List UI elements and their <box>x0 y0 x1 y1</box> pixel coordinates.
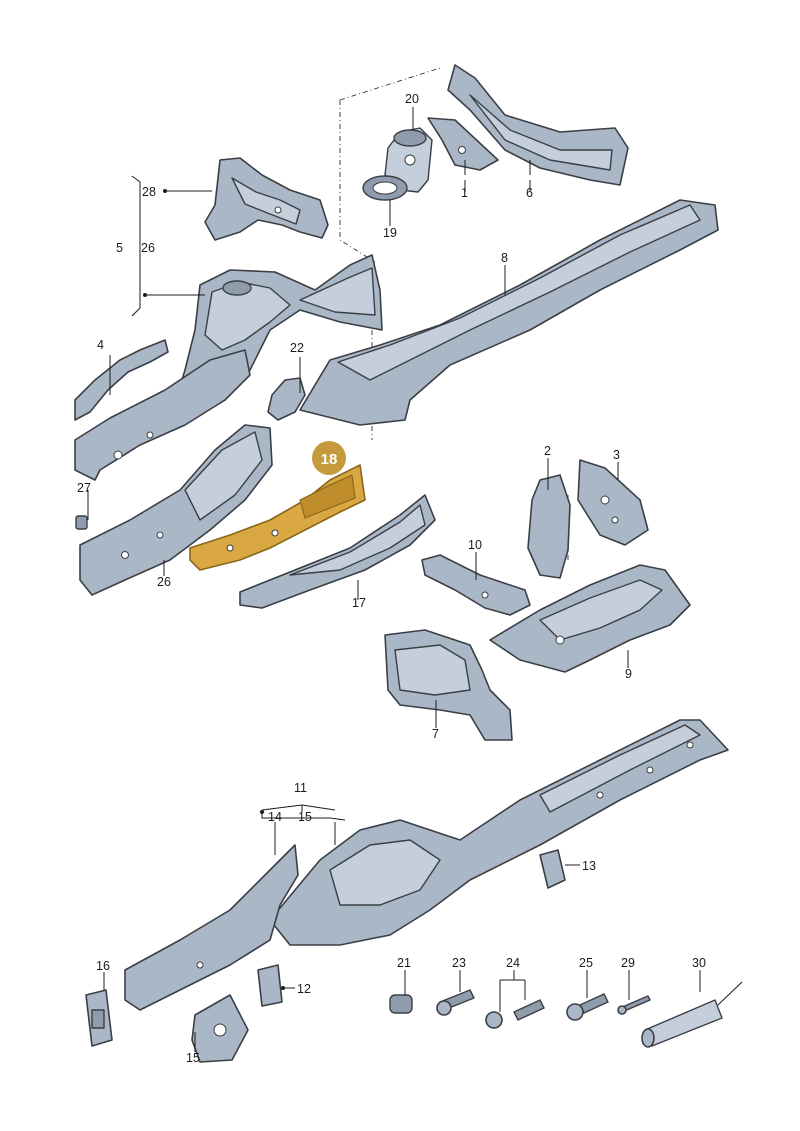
callout-10: 10 <box>468 538 482 552</box>
callout-1: 1 <box>461 186 468 200</box>
callout-29: 29 <box>621 956 635 970</box>
leader-lines <box>87 107 701 1052</box>
part-11-rear-member-assembly[interactable] <box>269 719 729 946</box>
part-7-side-panel[interactable] <box>384 629 513 741</box>
part-23-bolt[interactable] <box>436 989 475 1016</box>
highlight-badge-label: 18 <box>321 451 338 468</box>
callout-17: 17 <box>352 596 366 610</box>
callout-15-upper: 15 <box>298 810 312 824</box>
callout-13: 13 <box>582 859 596 873</box>
part-26-lower-member[interactable] <box>79 424 273 596</box>
part-1-bracket[interactable] <box>427 117 499 171</box>
callout-11: 11 <box>294 781 307 795</box>
callout-23: 23 <box>452 956 466 970</box>
part-2-bracket[interactable] <box>527 474 571 579</box>
part-28-wheelhouse-upper[interactable] <box>204 157 329 241</box>
callout-3: 3 <box>613 448 620 462</box>
part-17-reinforcement[interactable] <box>239 494 436 609</box>
part-9-floor-panel[interactable] <box>489 564 691 673</box>
callout-9: 9 <box>625 667 632 681</box>
callout-5: 5 <box>116 241 123 255</box>
part-8-sill[interactable] <box>299 199 719 426</box>
part-27-plate[interactable] <box>75 515 88 530</box>
callout-7: 7 <box>432 727 439 741</box>
part-19-gasket[interactable] <box>362 175 408 201</box>
callout-26-lower: 26 <box>157 575 171 589</box>
part-24-bolts[interactable] <box>485 999 545 1029</box>
callout-4: 4 <box>97 338 104 352</box>
part-15-plate[interactable] <box>191 994 249 1063</box>
callout-12: 12 <box>297 982 311 996</box>
part-10-bracket[interactable] <box>421 554 531 616</box>
callout-21: 21 <box>397 956 411 970</box>
callout-2: 2 <box>544 444 551 458</box>
callout-16: 16 <box>96 959 110 973</box>
callout-20: 20 <box>405 92 419 106</box>
callout-27: 27 <box>77 481 91 495</box>
part-18-reinforcement-highlighted[interactable] <box>189 464 366 571</box>
part-16-plate[interactable] <box>85 989 113 1047</box>
part-6-upper-rail[interactable] <box>447 64 629 186</box>
callout-26-upper: 26 <box>141 241 155 255</box>
part-14-rear-side-member[interactable] <box>124 844 299 1011</box>
callout-30: 30 <box>692 956 706 970</box>
assembly-line-top <box>339 67 441 263</box>
callout-22: 22 <box>290 341 304 355</box>
callout-25: 25 <box>579 956 593 970</box>
callout-14: 14 <box>268 810 282 824</box>
highlight-badge-18[interactable]: 18 <box>312 441 346 475</box>
part-29-rivet[interactable] <box>617 995 651 1015</box>
part-4-bracket[interactable] <box>74 339 169 421</box>
part-3-plate[interactable] <box>577 459 649 546</box>
part-13-bracket[interactable] <box>539 849 566 889</box>
callout-19: 19 <box>383 226 397 240</box>
part-21-fastener[interactable] <box>389 994 413 1014</box>
callout-6: 6 <box>526 186 533 200</box>
callout-28: 28 <box>142 185 156 199</box>
part-front-long-member-left[interactable] <box>74 349 251 481</box>
part-12-bracket[interactable] <box>257 964 283 1007</box>
part-25-bolt[interactable] <box>566 993 609 1021</box>
callout-8: 8 <box>501 251 508 265</box>
part-22-bracket[interactable] <box>267 377 306 421</box>
callout-24: 24 <box>506 956 520 970</box>
part-20-strut-cup[interactable] <box>384 127 433 193</box>
part-30-sealant-tube[interactable] <box>641 981 743 1048</box>
callout-15-lower: 15 <box>186 1051 200 1065</box>
